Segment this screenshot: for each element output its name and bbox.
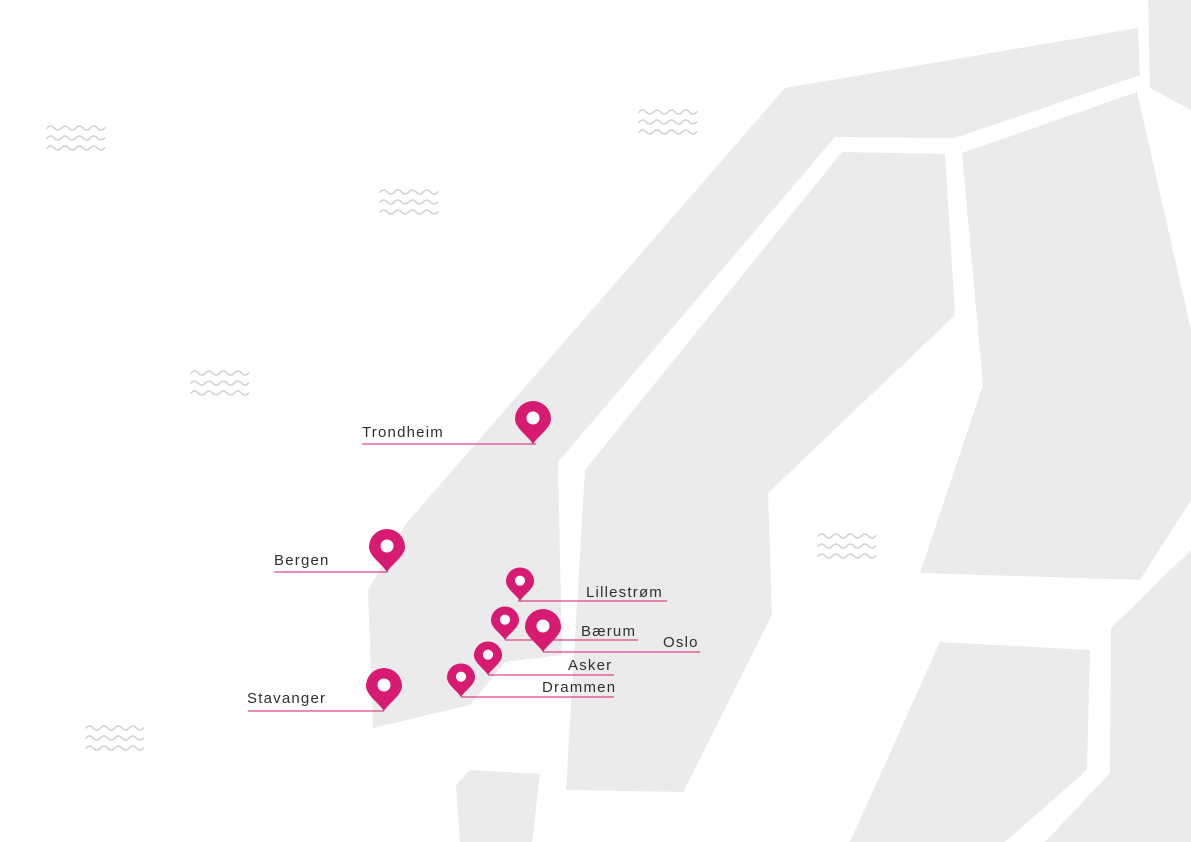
city-label-oslo: Oslo (663, 634, 699, 651)
region-finland (920, 92, 1191, 580)
map-pin-icon[interactable] (515, 401, 551, 444)
wave-icon (638, 109, 698, 135)
city-label-stavanger: Stavanger (247, 690, 326, 707)
map-pin-icon[interactable] (369, 529, 405, 572)
city-baerum[interactable]: Bærum (490, 606, 638, 641)
region-denmark (456, 770, 540, 842)
wave-icon (46, 125, 106, 151)
map-pin-icon[interactable] (473, 641, 503, 675)
city-label-asker: Asker (568, 657, 612, 674)
wave-icon (379, 189, 439, 215)
map-pin-icon[interactable] (505, 567, 535, 601)
region-sweden (566, 152, 955, 792)
city-oslo[interactable]: Oslo (525, 609, 700, 653)
city-bergen[interactable]: Bergen (274, 529, 405, 573)
region-northeast (1148, 0, 1191, 110)
city-label-lillestrom: Lillestrøm (586, 584, 663, 601)
wave-icon (190, 370, 250, 396)
region-russia (1045, 550, 1191, 842)
region-baltic (850, 642, 1090, 842)
wave-icon (817, 533, 877, 559)
city-label-bergen: Bergen (274, 552, 330, 569)
wave-icons (46, 109, 877, 751)
city-asker[interactable]: Asker (473, 641, 614, 676)
map-pin-icon[interactable] (446, 663, 476, 697)
city-label-baerum: Bærum (581, 623, 636, 640)
map-pin-icon[interactable] (525, 609, 561, 652)
city-trondheim[interactable]: Trondheim (362, 401, 551, 445)
city-lillestrom[interactable]: Lillestrøm (505, 567, 667, 602)
land-regions (368, 0, 1191, 842)
city-markers: Trondheim Bergen Lillestrøm Bæru (247, 401, 700, 712)
city-stavanger[interactable]: Stavanger (247, 668, 402, 712)
city-label-trondheim: Trondheim (362, 424, 444, 441)
city-label-drammen: Drammen (542, 679, 616, 696)
region-norway (368, 28, 1140, 728)
wave-icon (85, 725, 145, 751)
map-pin-icon[interactable] (366, 668, 402, 711)
city-drammen[interactable]: Drammen (446, 663, 616, 698)
map-pin-icon[interactable] (490, 606, 520, 640)
